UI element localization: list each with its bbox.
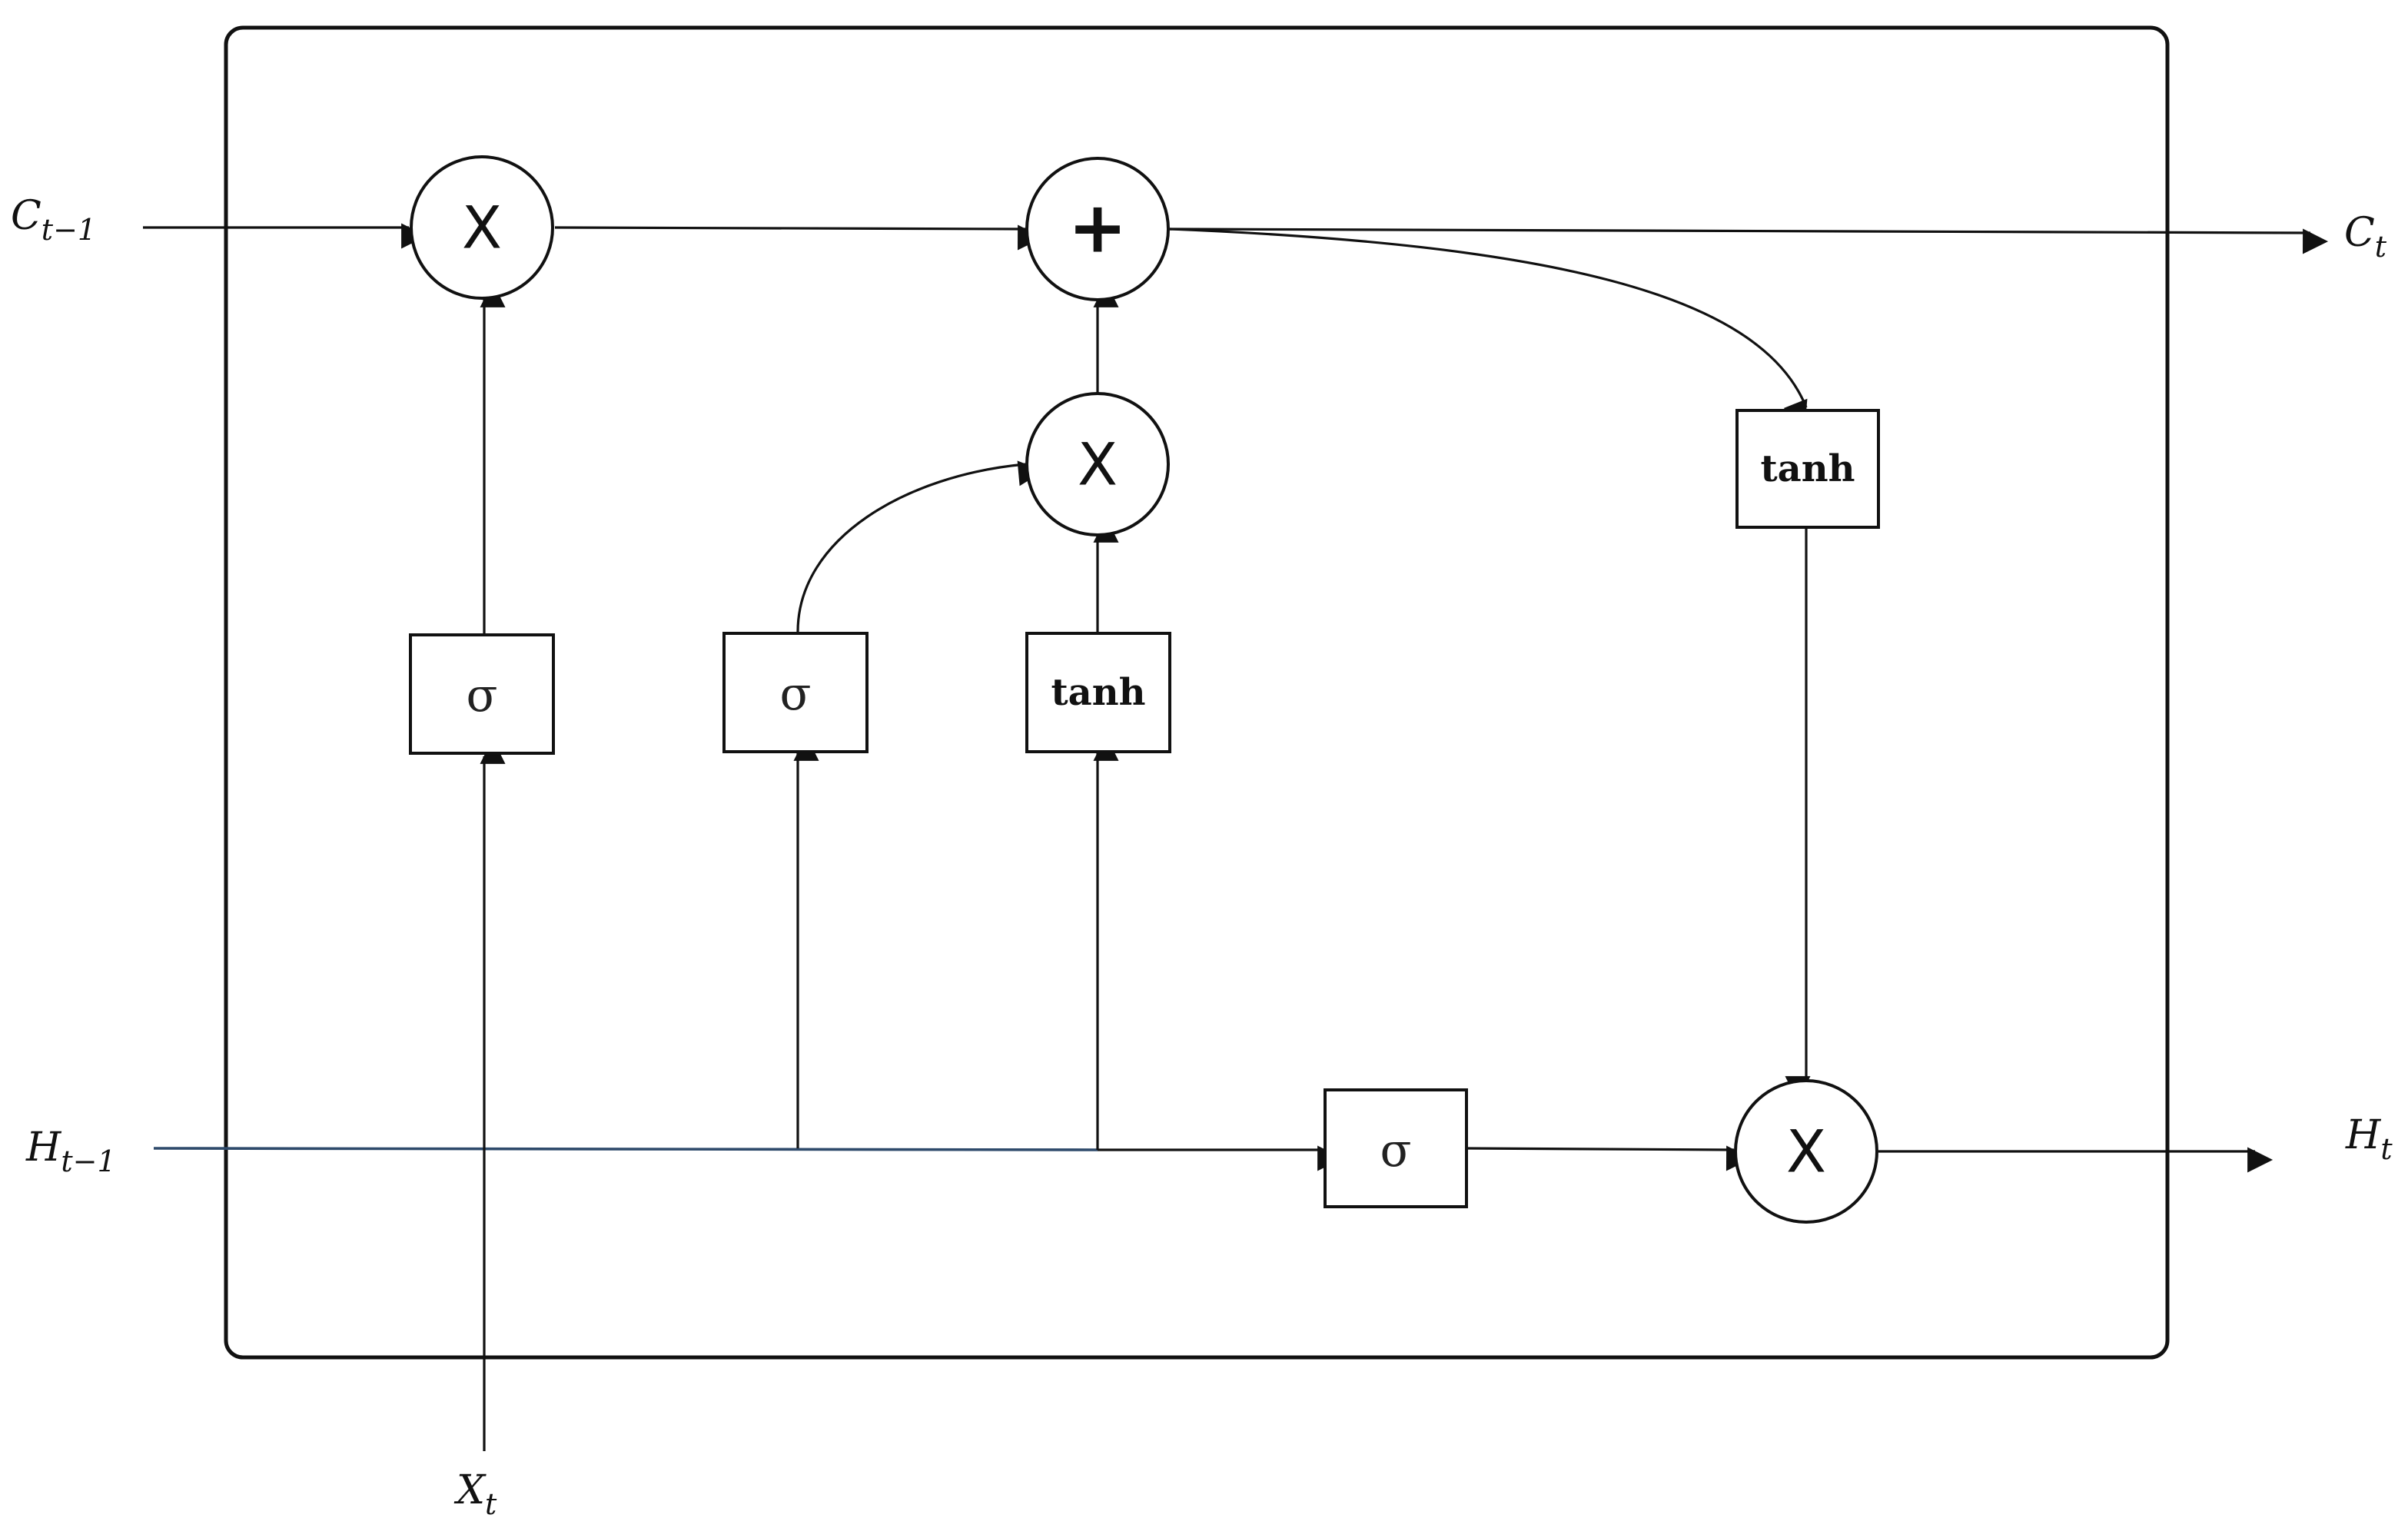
x-t-label: Xt [453, 1467, 497, 1521]
h-prev-label: Ht−1 [25, 1124, 116, 1178]
cell-tanh-box: tanh [1735, 409, 1880, 529]
c-prev-label: Ct−1 [11, 193, 96, 247]
forget-gate-box: σ [409, 633, 555, 755]
cell-add-node: + [1025, 157, 1170, 301]
input-gate-box: σ [722, 632, 869, 753]
output-gate-to-mult-line [1466, 1145, 1752, 1171]
h-t-label: Ht [2345, 1112, 2393, 1166]
output-multiply-symbol: X [1786, 1118, 1826, 1186]
candidate-tanh-label: tanh [1051, 671, 1145, 714]
input-gate-to-mult-curve [796, 460, 1045, 633]
cell-add-symbol: + [1068, 187, 1127, 269]
forget-multiply-symbol: X [462, 194, 502, 262]
candidate-tanh-box: tanh [1025, 632, 1171, 753]
c-t-label: Ct [2344, 210, 2387, 264]
input-multiply-symbol: X [1078, 430, 1118, 499]
forget-gate-sigma: σ [467, 669, 498, 722]
c-t-output-line [1169, 228, 2329, 254]
cell-tanh-label: tanh [1760, 447, 1855, 490]
forget-multiply-node: X [410, 155, 554, 300]
input-gate-sigma: σ [780, 667, 812, 721]
output-multiply-node: X [1734, 1079, 1878, 1224]
output-gate-sigma: σ [1380, 1124, 1412, 1178]
h-prev-bus-line [153, 1147, 1098, 1151]
forget-to-add-line [554, 224, 1044, 251]
input-multiply-node: X [1025, 392, 1170, 536]
cell-boundary [224, 25, 2170, 1360]
cell-to-tanh-curve [1169, 228, 1808, 427]
output-gate-box: σ [1324, 1088, 1468, 1208]
